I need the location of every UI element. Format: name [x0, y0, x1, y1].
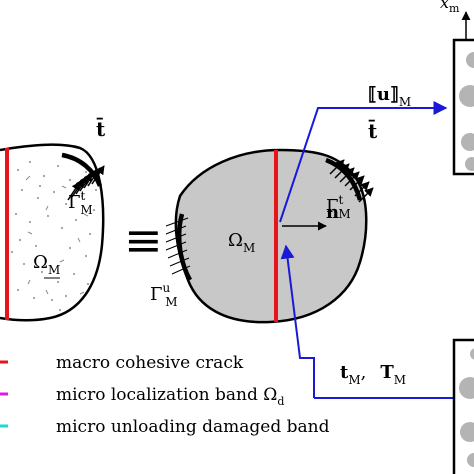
micro-rve-top: xm [440, 0, 474, 176]
traction-label: tM,TM [340, 362, 406, 387]
legend-label: macro cohesive crack [56, 353, 244, 373]
left-tbar-label: t̄ [96, 116, 106, 141]
right-omega-label: ΩM [228, 230, 255, 255]
equivalence-sign: ≡ [124, 213, 163, 267]
dirichlet-hatching [165, 217, 191, 275]
legend-label: micro unloading damaged band [56, 417, 330, 437]
legend: macro cohesive crack micro localization … [0, 353, 330, 437]
jump-u-label: ⟦u⟧M [368, 84, 411, 109]
left-omega-label: ΩM [33, 252, 60, 277]
legend-item: micro localization band Ωd [0, 385, 284, 408]
normal-vector-label: n [326, 202, 339, 223]
blue-connectors [279, 101, 454, 399]
legend-label: micro localization band Ωd [56, 385, 284, 408]
legend-item: micro unloading damaged band [0, 417, 330, 437]
left-body-dots [11, 159, 97, 311]
right-tbar-label: t̄ [368, 118, 378, 143]
micro-rve-bottom [452, 338, 474, 474]
legend-item: macro cohesive crack [0, 353, 244, 373]
x-m-label: xm [440, 0, 460, 15]
left-traction-arrows [67, 165, 105, 201]
